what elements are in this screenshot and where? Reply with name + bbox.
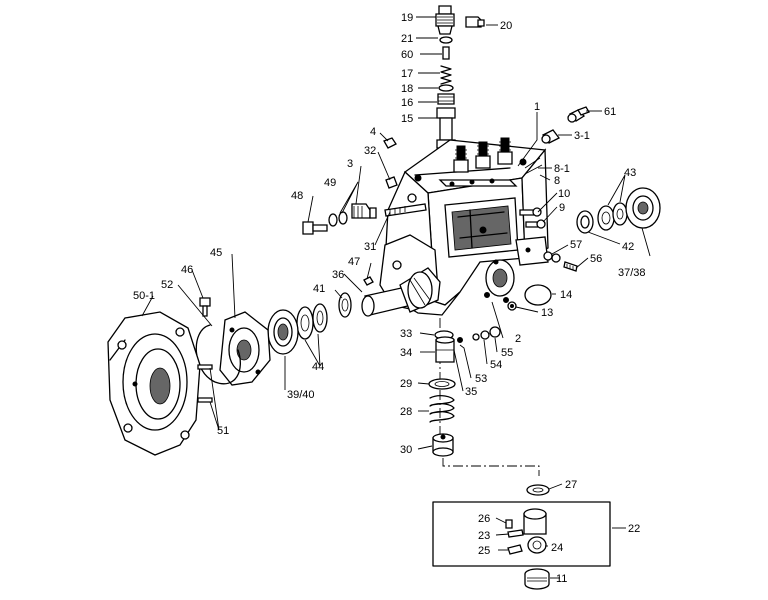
callout-33: 33 <box>400 328 412 340</box>
callout-28: 28 <box>400 406 412 418</box>
callout-45: 45 <box>210 247 222 259</box>
callout-11: 11 <box>556 573 567 585</box>
callout-24: 24 <box>551 542 563 554</box>
callout-20: 20 <box>500 20 512 32</box>
callout-3-1: 3-1 <box>574 130 590 142</box>
callout-36: 36 <box>332 269 344 281</box>
callout-14: 14 <box>560 289 572 301</box>
callout-2: 2 <box>515 333 521 345</box>
callout-42: 42 <box>622 241 634 253</box>
callout-39-40: 39/40 <box>287 389 315 401</box>
callout-21: 21 <box>401 33 413 45</box>
callout-52: 52 <box>161 279 173 291</box>
callout-8-1: 8-1 <box>554 163 570 175</box>
gear-housing <box>107 311 213 456</box>
callout-55: 55 <box>501 347 513 359</box>
callout-23: 23 <box>478 530 490 542</box>
callout-19: 19 <box>401 12 413 24</box>
callout-47: 47 <box>348 256 360 268</box>
callout-3: 3 <box>347 158 353 170</box>
plunger-stack <box>428 318 540 476</box>
callout-13: 13 <box>541 307 553 319</box>
left-side-parts <box>195 137 427 386</box>
pump-housing <box>361 137 549 317</box>
callout-15: 15 <box>401 113 413 125</box>
callout-53: 53 <box>475 373 487 385</box>
callout-41: 41 <box>313 283 325 295</box>
callout-18: 18 <box>401 83 413 95</box>
callout-54: 54 <box>490 359 502 371</box>
callout-29: 29 <box>400 378 412 390</box>
callout-25: 25 <box>478 545 490 557</box>
callout-48: 48 <box>291 190 303 202</box>
right-side-parts <box>507 106 661 311</box>
callout-49: 49 <box>324 177 336 189</box>
callout-16: 16 <box>401 97 413 109</box>
callout-32: 32 <box>364 145 376 157</box>
callout-44: 44 <box>312 361 324 373</box>
callout-22: 22 <box>628 523 640 535</box>
callout-50-1: 50-1 <box>133 290 155 302</box>
callout-4: 4 <box>370 126 376 138</box>
callout-26: 26 <box>478 513 490 525</box>
callout-17: 17 <box>401 68 413 80</box>
callout-9: 9 <box>559 202 565 214</box>
callout-10: 10 <box>558 188 570 200</box>
leader-lines <box>141 16 651 579</box>
callout-43: 43 <box>624 167 636 179</box>
callout-27: 27 <box>565 479 577 491</box>
callout-34: 34 <box>400 347 412 359</box>
callout-labels: 19 20 21 60 17 18 16 15 1 61 4 3-1 32 3 … <box>133 12 646 585</box>
callout-57: 57 <box>570 239 582 251</box>
callout-56: 56 <box>590 253 602 265</box>
callout-8: 8 <box>554 175 560 187</box>
callout-46: 46 <box>181 264 193 276</box>
roller-tappet-group <box>432 484 611 590</box>
callout-30: 30 <box>400 444 412 456</box>
callout-1: 1 <box>534 101 540 113</box>
callout-31: 31 <box>364 241 376 253</box>
callout-60: 60 <box>401 49 413 61</box>
callout-35: 35 <box>465 386 477 398</box>
callout-51: 51 <box>217 425 229 437</box>
callout-61: 61 <box>604 106 616 118</box>
callout-37-38: 37/38 <box>618 267 646 279</box>
